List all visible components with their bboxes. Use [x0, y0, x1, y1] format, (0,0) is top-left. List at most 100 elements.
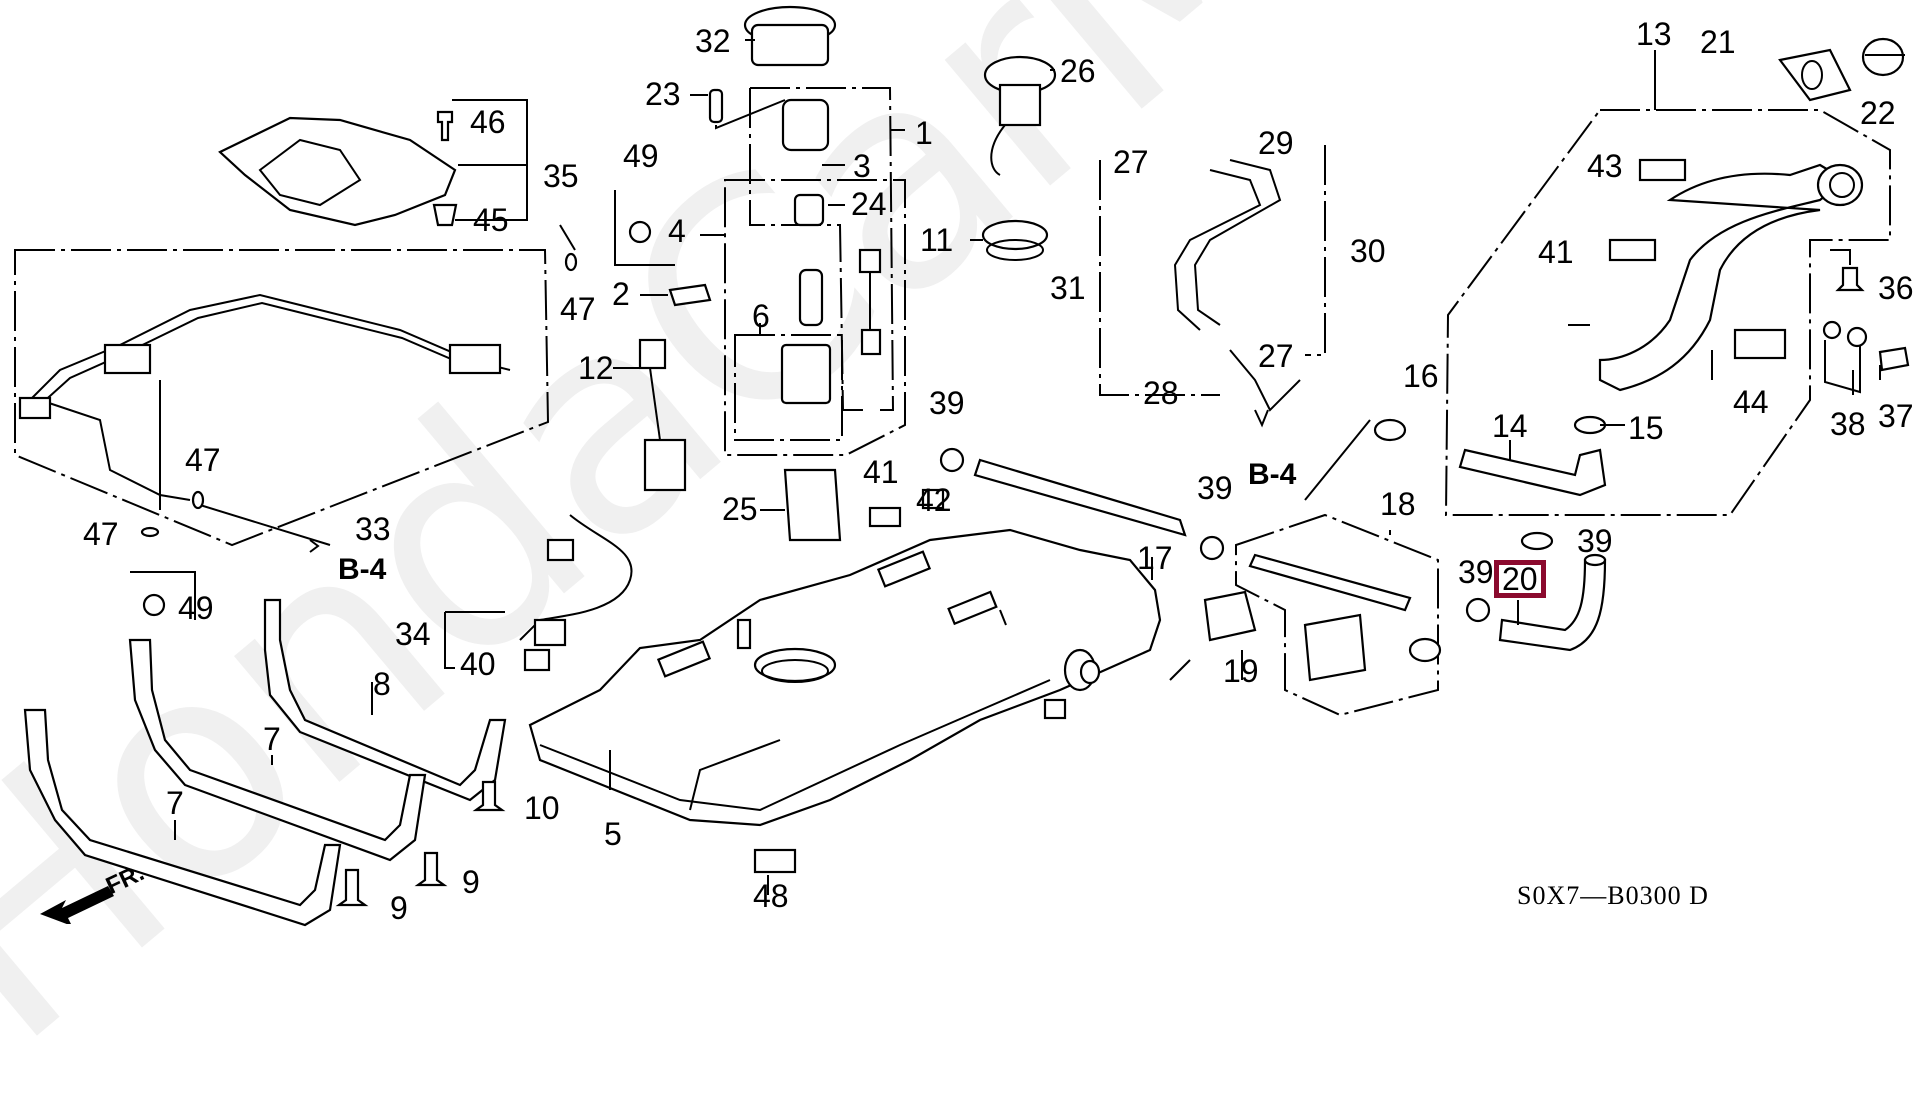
clamp-39-top[interactable] — [1520, 531, 1554, 551]
clip-47-mid[interactable] — [191, 490, 205, 510]
clamp-39-left[interactable] — [1465, 597, 1491, 623]
connector-34[interactable] — [533, 618, 567, 647]
fuel-cap-22[interactable] — [1861, 37, 1905, 77]
callout-41-filler[interactable]: 41 — [1538, 234, 1574, 270]
callout-6[interactable]: 6 — [752, 298, 770, 334]
callout-31[interactable]: 31 — [1050, 270, 1086, 306]
clip-42[interactable] — [921, 488, 945, 510]
callout-24[interactable]: 24 — [851, 186, 887, 222]
filter-24[interactable] — [793, 193, 825, 227]
callout-45[interactable]: 45 — [473, 202, 509, 238]
clip-49-bottom[interactable] — [142, 593, 166, 617]
clamp-39-tank[interactable] — [939, 447, 965, 473]
callout-25[interactable]: 25 — [722, 491, 758, 527]
callout-30[interactable]: 30 — [1350, 233, 1386, 269]
strainer-25[interactable] — [783, 468, 842, 542]
clip-41a[interactable] — [868, 506, 902, 528]
clip-43[interactable] — [1638, 158, 1687, 182]
callout-49-top[interactable]: 49 — [623, 138, 659, 174]
callout-7-front[interactable]: 7 — [166, 785, 184, 821]
callout-8[interactable]: 8 — [373, 666, 391, 702]
sender-unit[interactable] — [780, 343, 832, 405]
callout-1[interactable]: 1 — [915, 115, 933, 151]
hose-14[interactable] — [1458, 448, 1607, 497]
callout-46[interactable]: 46 — [470, 104, 506, 140]
callout-47-top[interactable]: 47 — [560, 291, 596, 327]
clip-47-bottom[interactable] — [140, 526, 160, 538]
callout-36[interactable]: 36 — [1878, 270, 1914, 306]
callout-18[interactable]: 18 — [1380, 486, 1416, 522]
clip-47-top[interactable] — [564, 252, 578, 272]
clip-49-top[interactable] — [628, 220, 652, 244]
bolt-36[interactable] — [1835, 266, 1865, 292]
callout-39-hose[interactable]: 39 — [1197, 470, 1233, 506]
clip-40[interactable] — [523, 648, 551, 672]
ref-b4-left[interactable]: B-4 — [338, 553, 387, 586]
callout-47-bottom[interactable]: 47 — [83, 516, 119, 552]
callout-27-top[interactable]: 27 — [1113, 144, 1149, 180]
fuel-tank[interactable] — [528, 528, 1162, 827]
washer-38a[interactable] — [1822, 320, 1842, 340]
callout-39-top[interactable]: 39 — [1577, 523, 1613, 559]
callout-5[interactable]: 5 — [604, 816, 622, 852]
callout-2[interactable]: 2 — [612, 276, 630, 312]
callout-7-middle[interactable]: 7 — [263, 721, 281, 757]
callout-13[interactable]: 13 — [1636, 16, 1672, 52]
callout-9-a[interactable]: 9 — [390, 890, 408, 926]
screw-46[interactable] — [436, 110, 454, 142]
fuel-door-21[interactable] — [1778, 48, 1852, 102]
tank-strap-8[interactable] — [263, 598, 507, 802]
callout-19[interactable]: 19 — [1223, 653, 1259, 689]
callout-11[interactable]: 11 — [920, 222, 954, 258]
hose-17[interactable] — [973, 458, 1187, 537]
pump-top[interactable] — [781, 98, 830, 152]
callout-10[interactable]: 10 — [524, 790, 560, 826]
filler-neck-13[interactable] — [1598, 163, 1847, 392]
clip-41b[interactable] — [1608, 238, 1657, 262]
nut-45[interactable] — [432, 203, 458, 227]
callout-23[interactable]: 23 — [645, 76, 681, 112]
callout-14[interactable]: 14 — [1492, 408, 1528, 444]
callout-43[interactable]: 43 — [1587, 148, 1623, 184]
callout-49-bottom[interactable]: 49 — [178, 590, 214, 626]
callout-12[interactable]: 12 — [578, 350, 614, 386]
callout-9-b[interactable]: 9 — [462, 864, 480, 900]
tank-strap-7-middle[interactable] — [128, 638, 427, 862]
tank-cover-plate[interactable] — [218, 116, 457, 227]
bracket-19[interactable] — [1203, 590, 1257, 642]
callout-47-mid[interactable]: 47 — [185, 442, 221, 478]
seal-2[interactable] — [668, 283, 712, 307]
clamp-39-hose[interactable] — [1199, 535, 1225, 561]
bolt-10[interactable] — [472, 780, 506, 812]
fuel-pump[interactable] — [798, 268, 824, 327]
callout-27-bottom[interactable]: 27 — [1258, 338, 1294, 374]
callout-21[interactable]: 21 — [1700, 24, 1736, 60]
callout-48[interactable]: 48 — [753, 878, 789, 914]
bolt-9b[interactable] — [414, 851, 448, 887]
callout-26[interactable]: 26 — [1060, 53, 1096, 89]
callout-15[interactable]: 15 — [1628, 410, 1664, 446]
callout-35[interactable]: 35 — [543, 158, 579, 194]
callout-16[interactable]: 16 — [1403, 358, 1439, 394]
callout-3[interactable]: 3 — [853, 148, 871, 184]
callout-34[interactable]: 34 — [395, 616, 431, 652]
callout-22[interactable]: 22 — [1860, 95, 1896, 131]
bolt-37[interactable] — [1878, 346, 1910, 372]
callout-4[interactable]: 4 — [668, 213, 686, 249]
callout-33[interactable]: 33 — [355, 511, 391, 547]
clamp-16[interactable] — [1373, 418, 1407, 442]
tank-strap-7-front[interactable] — [23, 708, 342, 927]
bolt-9a[interactable] — [335, 868, 369, 907]
bracket-44[interactable] — [1733, 328, 1787, 360]
callout-39-left[interactable]: 39 — [1458, 554, 1494, 590]
callout-41-tank[interactable]: 41 — [863, 454, 899, 490]
callout-17[interactable]: 17 — [1137, 540, 1173, 576]
callout-28[interactable]: 28 — [1143, 375, 1179, 411]
clip-48[interactable] — [753, 848, 797, 874]
spring-23[interactable] — [708, 88, 724, 124]
callout-29[interactable]: 29 — [1258, 125, 1294, 161]
callout-32[interactable]: 32 — [695, 23, 731, 59]
callout-42[interactable]: 42 — [916, 482, 952, 518]
callout-38[interactable]: 38 — [1830, 406, 1866, 442]
callout-39-tank[interactable]: 39 — [929, 385, 965, 421]
